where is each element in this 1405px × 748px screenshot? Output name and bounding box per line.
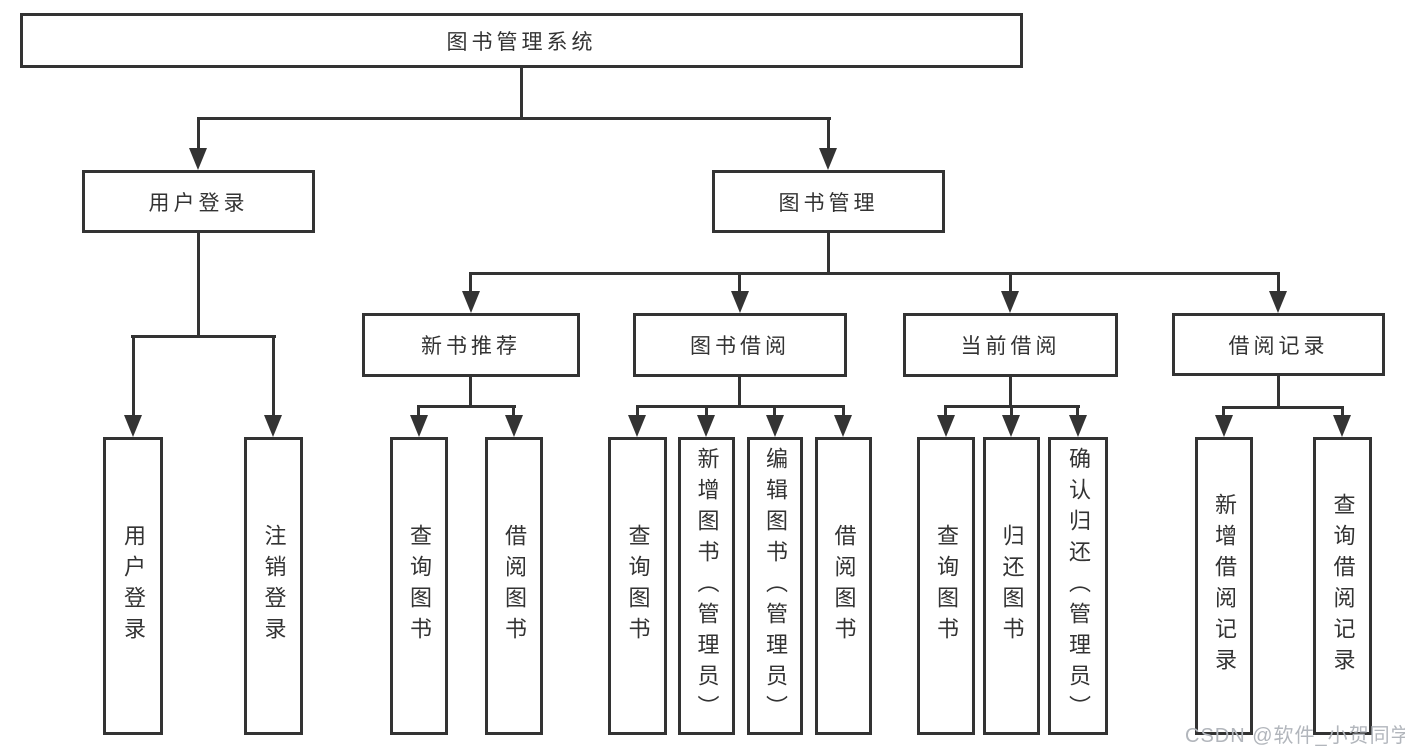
connector-line-v — [520, 68, 523, 120]
connector-line-v — [738, 272, 741, 295]
node-leaf-query-books-current: 查询图书 — [917, 437, 975, 735]
node-leaf-user-login: 用户登录 — [103, 437, 163, 735]
node-label: 借阅图书 — [502, 524, 527, 648]
arrowhead-down — [505, 415, 523, 437]
connector-line-v — [1076, 405, 1079, 419]
connector-line-v — [469, 272, 472, 295]
node-leaf-borrow-books: 借阅图书 — [815, 437, 872, 735]
connector-line-v — [197, 233, 200, 338]
node-leaf-return-books: 归还图书 — [983, 437, 1040, 735]
node-label: 新增借阅记录 — [1212, 493, 1237, 679]
node-label: 图书管理系统 — [446, 30, 597, 54]
arrowhead-down — [189, 148, 207, 170]
arrowhead-down — [628, 415, 646, 437]
node-leaf-borrow-books-recommend: 借阅图书 — [485, 437, 543, 735]
arrowhead-down — [264, 415, 282, 437]
node-label: 图书管理 — [778, 191, 879, 215]
node-label: 图书借阅 — [690, 335, 790, 358]
node-leaf-edit-books-admin: 编辑图书（管理员） — [747, 437, 803, 735]
connector-line-h — [131, 335, 276, 338]
connector-line-v — [197, 117, 200, 152]
node-label: 归还图书 — [999, 524, 1025, 648]
connector-line-v — [1010, 405, 1013, 419]
connector-line-h — [636, 405, 845, 408]
arrowhead-down — [937, 415, 955, 437]
node-current-borrowing: 当前借阅 — [903, 313, 1118, 377]
node-borrowing-records: 借阅记录 — [1172, 313, 1385, 376]
arrowhead-down — [1069, 415, 1087, 437]
arrowhead-down — [124, 415, 142, 437]
node-label: 注销登录 — [261, 524, 287, 648]
arrowhead-down — [697, 415, 715, 437]
node-label: 新增图书（管理员） — [694, 446, 720, 726]
node-label: 查询图书 — [407, 524, 432, 648]
node-leaf-query-borrow-record: 查询借阅记录 — [1313, 437, 1372, 735]
arrowhead-down — [1001, 291, 1019, 313]
connector-line-v — [1341, 406, 1344, 419]
connector-line-v — [636, 405, 639, 419]
connector-line-h — [469, 272, 1280, 275]
connector-line-v — [1277, 272, 1280, 295]
node-label: 查询图书 — [934, 524, 959, 648]
connector-line-v — [827, 117, 830, 152]
connector-line-v — [773, 405, 776, 419]
arrowhead-down — [731, 291, 749, 313]
node-leaf-add-books-admin: 新增图书（管理员） — [678, 437, 735, 735]
node-label: 编辑图书（管理员） — [763, 446, 788, 726]
connector-line-v — [827, 233, 830, 275]
arrowhead-down — [1269, 291, 1287, 313]
connector-line-v — [1009, 272, 1012, 295]
node-system-root: 图书管理系统 — [20, 13, 1023, 68]
node-label: 查询借阅记录 — [1330, 493, 1356, 679]
connector-line-v — [842, 405, 845, 419]
connector-line-v — [705, 405, 708, 419]
node-leaf-query-books-borrowing: 查询图书 — [608, 437, 667, 735]
connector-line-v — [738, 377, 741, 408]
node-label: 当前借阅 — [960, 335, 1061, 358]
node-label: 确认归还（管理员） — [1066, 446, 1091, 726]
connector-line-v — [272, 335, 275, 419]
node-label: 新书推荐 — [421, 335, 521, 358]
arrowhead-down — [819, 148, 837, 170]
node-book-borrowing: 图书借阅 — [633, 313, 847, 377]
connector-line-h — [197, 117, 831, 120]
node-label: 借阅图书 — [831, 524, 857, 648]
connector-line-h — [1222, 406, 1344, 409]
node-new-book-recommend: 新书推荐 — [362, 313, 580, 377]
arrowhead-down — [834, 415, 852, 437]
arrowhead-down — [1333, 415, 1351, 437]
node-label: 用户登录 — [121, 524, 146, 648]
node-leaf-logout: 注销登录 — [244, 437, 303, 735]
connector-line-v — [1277, 376, 1280, 408]
node-leaf-query-books-recommend: 查询图书 — [390, 437, 448, 735]
connector-line-v — [944, 405, 947, 419]
node-leaf-add-borrow-record: 新增借阅记录 — [1195, 437, 1253, 735]
arrowhead-down — [410, 415, 428, 437]
connector-line-v — [512, 405, 515, 419]
node-label: 查询图书 — [625, 524, 651, 648]
arrowhead-down — [462, 291, 480, 313]
connector-line-v — [469, 377, 472, 408]
node-leaf-confirm-return-admin: 确认归还（管理员） — [1048, 437, 1108, 735]
connector-line-v — [1009, 377, 1012, 408]
connector-line-v — [417, 405, 420, 419]
arrowhead-down — [1002, 415, 1020, 437]
node-book-management-module: 图书管理 — [712, 170, 945, 233]
arrowhead-down — [766, 415, 784, 437]
node-label: 借阅记录 — [1228, 334, 1329, 358]
node-user-login-module: 用户登录 — [82, 170, 315, 233]
csdn-watermark: CSDN @软件_小贺同学 — [1185, 725, 1405, 747]
node-label: 用户登录 — [148, 191, 249, 215]
connector-line-v — [132, 335, 135, 419]
arrowhead-down — [1215, 415, 1233, 437]
connector-line-v — [1222, 406, 1225, 419]
connector-line-h — [417, 405, 516, 408]
